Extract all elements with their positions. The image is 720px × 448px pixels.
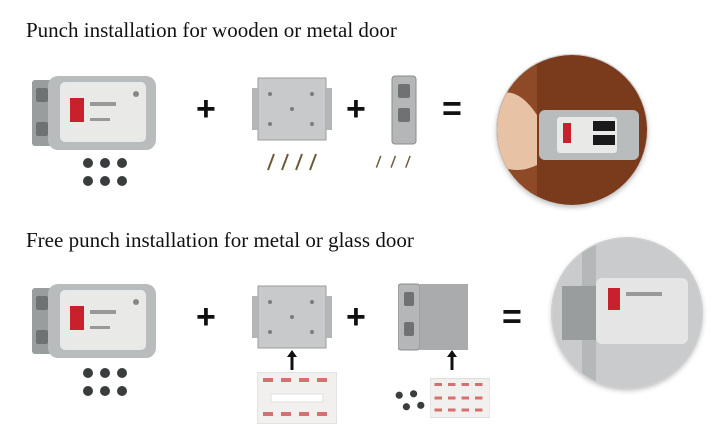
up-arrow-icon [287, 350, 297, 370]
equals-operator: = [442, 90, 462, 128]
screw-set-icon [83, 158, 127, 186]
installed-wooden-door-photo [497, 55, 647, 205]
mounting-plate-icon [252, 77, 332, 141]
equals-operator: = [502, 298, 522, 336]
strike-plate-icon [398, 283, 468, 351]
plus-operator: + [346, 298, 366, 336]
lock-body-icon [32, 76, 156, 150]
row2-heading: Free punch installation for metal or gla… [26, 228, 414, 252]
plus-operator: + [196, 90, 216, 128]
nails-icon [375, 155, 411, 168]
row1-heading: Punch installation for wooden or metal d… [26, 18, 397, 42]
strike-plate-icon [391, 75, 417, 145]
mounting-plate-icon [252, 285, 332, 349]
screw-set-icon [83, 368, 127, 396]
screw-set-icon [395, 390, 425, 411]
nails-icon [267, 153, 317, 171]
plus-operator: + [196, 298, 216, 336]
up-arrow-icon [447, 350, 457, 370]
lock-body-icon [32, 284, 156, 358]
installed-glass-door-photo [552, 238, 702, 388]
plus-operator: + [346, 90, 366, 128]
adhesive-tape-icon [430, 378, 490, 418]
adhesive-tape-icon [257, 372, 337, 424]
